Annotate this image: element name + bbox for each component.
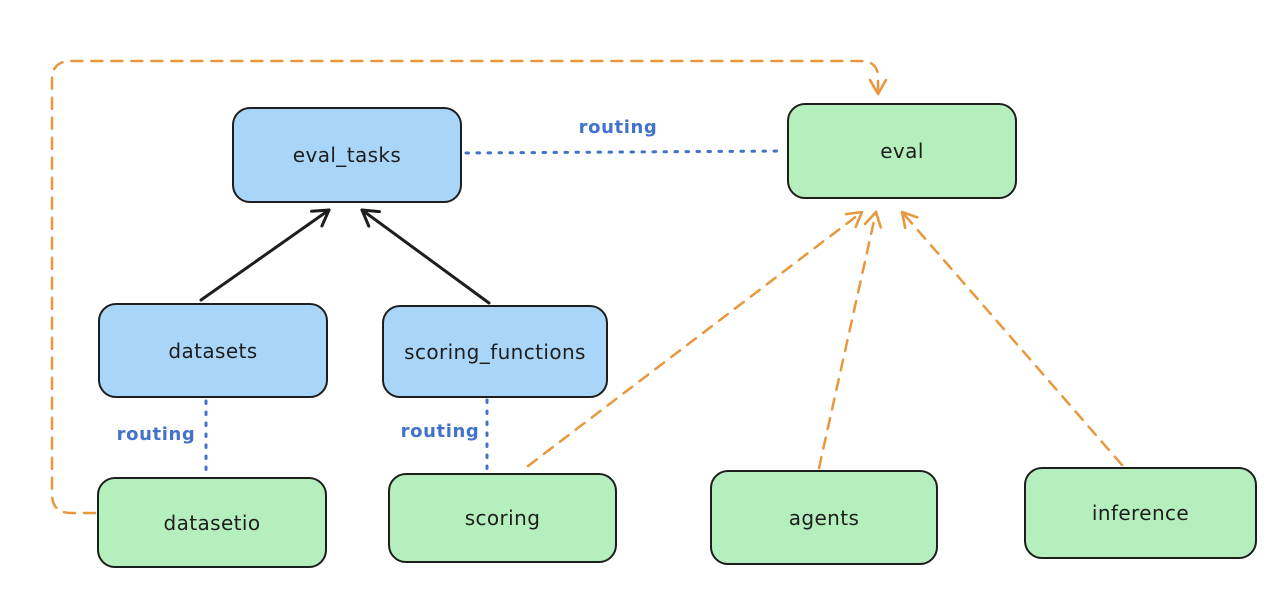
edge-label-routing-datasets-datasetio: routing (116, 424, 196, 445)
node-scoring-functions-label: scoring_functions (404, 339, 586, 364)
node-inference-label: inference (1091, 501, 1190, 525)
node-scoring-functions: scoring_functions (382, 305, 608, 398)
edge-inference-to-eval (900, 210, 1124, 467)
node-datasets-label: datasets (168, 338, 258, 363)
node-scoring-label: scoring (464, 506, 541, 530)
node-datasetio-label: datasetio (163, 510, 261, 535)
node-eval-tasks: eval_tasks (232, 107, 462, 203)
edge-scoring-functions-to-eval-tasks (360, 208, 491, 305)
node-inference: inference (1024, 467, 1257, 559)
node-scoring: scoring (388, 473, 617, 563)
edge-label-routing-scoring-functions-scoring: routing (400, 421, 480, 442)
node-datasets: datasets (98, 303, 328, 398)
edge-eval-tasks-to-eval-routing (464, 149, 786, 155)
edge-label-routing-eval-tasks-eval: routing (578, 117, 658, 138)
edge-datasetio-to-eval (50, 59, 888, 515)
edge-scoring-to-eval (526, 210, 864, 468)
node-eval-label: eval (880, 139, 924, 163)
edge-agents-to-eval (817, 210, 883, 470)
node-eval: eval (787, 103, 1017, 199)
node-eval-tasks-label: eval_tasks (292, 143, 402, 167)
node-agents: agents (710, 470, 938, 565)
edge-datasets-to-eval-tasks (199, 208, 331, 302)
node-agents-label: agents (788, 505, 860, 530)
node-datasetio: datasetio (97, 477, 327, 568)
